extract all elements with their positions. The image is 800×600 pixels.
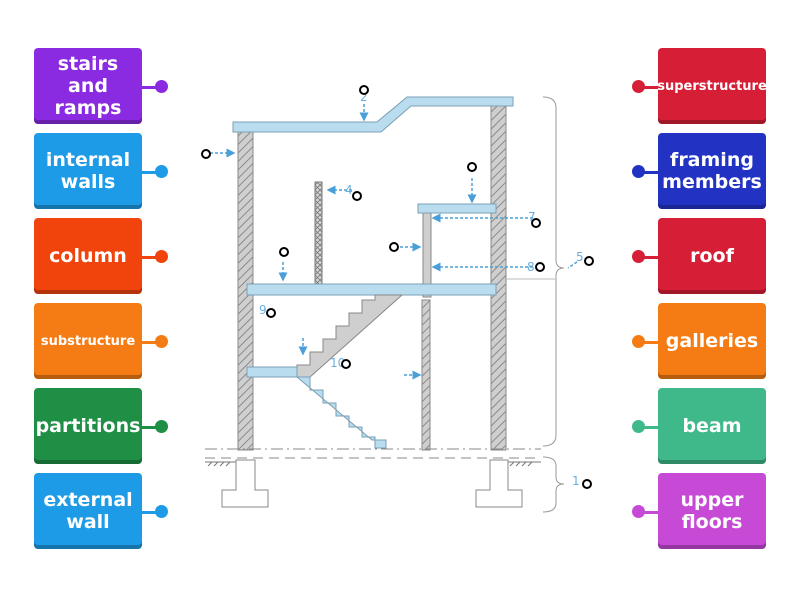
drop-slot-2[interactable]: [359, 85, 369, 95]
tile-connector-dot: [155, 250, 168, 263]
tile-connector: [142, 511, 158, 514]
tile-connector-dot: [155, 505, 168, 518]
tile-connector-dot: [155, 335, 168, 348]
tile-framing-members[interactable]: framing members: [658, 133, 766, 209]
drop-slot-4[interactable]: [352, 191, 362, 201]
tile-connector: [642, 341, 658, 344]
upper-floor-slab: [246, 283, 497, 296]
drop-slot-10[interactable]: [341, 359, 351, 369]
tile-internal-walls[interactable]: internal walls: [34, 133, 142, 209]
tile-connector: [642, 426, 658, 429]
tile-connector: [642, 86, 658, 89]
drop-slot-3[interactable]: [201, 149, 211, 159]
diagram-number-5: 5: [576, 250, 584, 264]
tile-partitions[interactable]: partitions: [34, 388, 142, 464]
partition: [314, 181, 323, 285]
tile-connector: [142, 171, 158, 174]
tile-connector: [642, 171, 658, 174]
internal-wall: [421, 299, 431, 451]
tile-connector: [142, 341, 158, 344]
drop-slot-8[interactable]: [535, 262, 545, 272]
drop-slot-11[interactable]: [389, 242, 399, 252]
lower-stair-flight: [295, 376, 387, 449]
tile-beam[interactable]: beam: [658, 388, 766, 464]
tile-connector-dot: [632, 420, 645, 433]
tile-connector: [642, 256, 658, 259]
stair-landing: [246, 366, 298, 378]
gallery-slab: [417, 203, 497, 214]
diagram-number-2: 2: [360, 90, 368, 104]
tile-connector-dot: [632, 505, 645, 518]
tile-connector-dot: [632, 250, 645, 263]
right-footing: [475, 459, 523, 508]
drop-slot-1[interactable]: [582, 479, 592, 489]
diagram-number-1: 1: [572, 474, 580, 488]
left-footing: [221, 459, 269, 508]
tile-connector: [142, 426, 158, 429]
substructure-brace: [542, 456, 565, 513]
tile-galleries[interactable]: galleries: [658, 303, 766, 379]
drop-slot-12[interactable]: [279, 247, 289, 257]
tile-connector-dot: [155, 420, 168, 433]
tile-connector-dot: [632, 165, 645, 178]
tile-connector: [142, 86, 158, 89]
tile-connector: [642, 511, 658, 514]
tile-superstructure[interactable]: superstructure: [657, 48, 767, 124]
drop-slot-9[interactable]: [266, 308, 276, 318]
tile-column[interactable]: column: [34, 218, 142, 294]
drop-slot-6[interactable]: [467, 162, 477, 172]
tile-connector-dot: [632, 80, 645, 93]
tile-external-wall[interactable]: external wall: [34, 473, 142, 549]
drop-slot-7[interactable]: [531, 218, 541, 228]
upper-stair-flight: [296, 294, 404, 378]
tile-roof[interactable]: roof: [658, 218, 766, 294]
tile-connector: [142, 256, 158, 259]
tile-stairs-and-ramps[interactable]: stairs and ramps: [34, 48, 142, 124]
diagram-number-7: 7: [528, 210, 536, 224]
diagram-number-9: 9: [259, 303, 267, 317]
tile-connector-dot: [155, 80, 168, 93]
diagram-number-4: 4: [345, 183, 353, 197]
diagram-number-8: 8: [527, 260, 535, 274]
tile-upper-floors[interactable]: upper floors: [658, 473, 766, 549]
roof-slab: [232, 96, 514, 133]
tile-connector-dot: [632, 335, 645, 348]
tile-substructure[interactable]: substructure: [34, 303, 142, 379]
superstructure-brace: [542, 96, 565, 447]
right-external-wall: [490, 105, 507, 451]
tile-connector-dot: [155, 165, 168, 178]
drop-slot-5[interactable]: [584, 256, 594, 266]
